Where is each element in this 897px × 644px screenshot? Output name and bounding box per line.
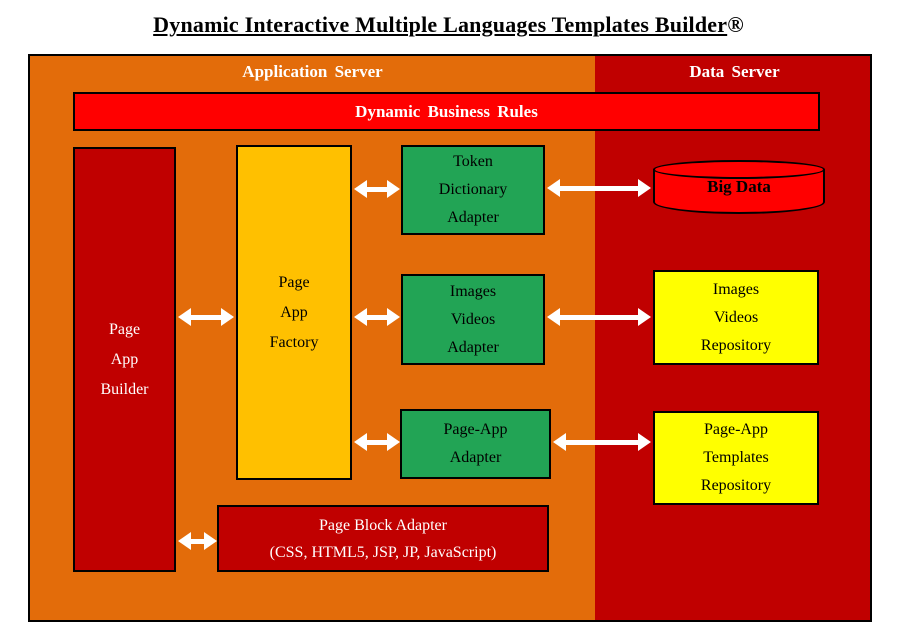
arrow-builder-block-adapter bbox=[178, 532, 217, 550]
arrow-shaft bbox=[557, 185, 641, 191]
arrow-token-adapter-big-data bbox=[547, 179, 651, 197]
arrow-shaft bbox=[188, 314, 224, 320]
arrow-shaft bbox=[563, 439, 641, 445]
node-line: App bbox=[280, 303, 308, 321]
arrowhead-right-icon bbox=[387, 433, 400, 451]
node-line: Videos bbox=[450, 310, 496, 328]
arrow-factory-pageapp-adapter bbox=[354, 433, 400, 451]
arrowhead-left-icon bbox=[547, 308, 560, 326]
arrow-shaft bbox=[364, 439, 390, 445]
node-line: App bbox=[110, 350, 139, 368]
node-line: Page Block Adapter bbox=[319, 516, 447, 534]
arrowhead-left-icon bbox=[178, 532, 191, 550]
arrowhead-right-icon bbox=[387, 180, 400, 198]
node-line: Dictionary bbox=[438, 181, 508, 198]
node-line: Templates bbox=[703, 449, 769, 466]
node-line: Adapter bbox=[447, 338, 499, 356]
registered-trademark-symbol: ® bbox=[727, 12, 744, 37]
application-server-label: Application Server bbox=[242, 62, 383, 81]
page-app-builder-node: Page App Builder bbox=[73, 147, 176, 572]
arrowhead-right-icon bbox=[204, 532, 217, 550]
node-line: Adapter bbox=[447, 209, 499, 226]
arrow-shaft bbox=[557, 314, 641, 320]
node-line: Page-App bbox=[443, 421, 508, 438]
node-line: Repository bbox=[700, 336, 772, 354]
images-videos-repository-node: Images Videos Repository bbox=[653, 270, 819, 365]
arrow-shaft bbox=[364, 314, 390, 320]
page-app-adapter-node: Page-App Adapter bbox=[400, 409, 551, 479]
arrow-builder-factory bbox=[178, 308, 234, 326]
images-videos-adapter-node: Images Videos Adapter bbox=[401, 274, 545, 365]
data-server-label: Data Server bbox=[689, 62, 780, 81]
big-data-label: Big Data bbox=[707, 177, 771, 196]
token-dictionary-adapter-node: Token Dictionary Adapter bbox=[401, 145, 545, 235]
node-line: Images bbox=[449, 282, 497, 300]
node-line: (CSS, HTML5, JSP, JP, JavaScript) bbox=[269, 543, 497, 561]
dynamic-business-rules-banner: Dynamic Business Rules bbox=[73, 92, 820, 131]
big-data-store: Big Data bbox=[653, 160, 825, 214]
arrowhead-left-icon bbox=[354, 433, 367, 451]
cylinder-top bbox=[653, 160, 825, 179]
architecture-diagram: Application Server Data Server Dynamic B… bbox=[28, 54, 872, 622]
node-line: Builder bbox=[100, 380, 149, 398]
arrowhead-left-icon bbox=[547, 179, 560, 197]
arrow-shaft bbox=[364, 186, 390, 192]
arrow-images-adapter-repository bbox=[547, 308, 651, 326]
arrowhead-left-icon bbox=[178, 308, 191, 326]
arrowhead-left-icon bbox=[354, 180, 367, 198]
arrow-pageapp-adapter-repository bbox=[553, 433, 651, 451]
arrowhead-left-icon bbox=[354, 308, 367, 326]
node-line: Images bbox=[712, 280, 760, 298]
node-line: Factory bbox=[269, 333, 319, 351]
arrowhead-right-icon bbox=[638, 179, 651, 197]
node-line: Videos bbox=[713, 308, 759, 326]
arrow-factory-token-adapter bbox=[354, 180, 400, 198]
node-line: Page bbox=[108, 320, 141, 338]
node-line: Page-App bbox=[704, 421, 768, 438]
node-line: Token bbox=[453, 153, 493, 170]
arrow-shaft bbox=[188, 538, 207, 544]
page-block-adapter-node: Page Block Adapter (CSS, HTML5, JSP, JP,… bbox=[217, 505, 549, 572]
node-line: Repository bbox=[700, 477, 772, 494]
arrowhead-right-icon bbox=[387, 308, 400, 326]
page-title: Dynamic Interactive Multiple Languages T… bbox=[0, 12, 897, 38]
arrowhead-right-icon bbox=[638, 433, 651, 451]
node-line: Page bbox=[278, 273, 310, 291]
page-app-factory-node: Page App Factory bbox=[236, 145, 352, 480]
page-app-templates-repository-node: Page-App Templates Repository bbox=[653, 411, 819, 505]
arrowhead-right-icon bbox=[638, 308, 651, 326]
arrow-factory-images-adapter bbox=[354, 308, 400, 326]
arrowhead-left-icon bbox=[553, 433, 566, 451]
page-title-text: Dynamic Interactive Multiple Languages T… bbox=[153, 12, 728, 37]
banner-label: Dynamic Business Rules bbox=[355, 101, 538, 121]
node-line: Adapter bbox=[449, 449, 502, 466]
arrowhead-right-icon bbox=[221, 308, 234, 326]
